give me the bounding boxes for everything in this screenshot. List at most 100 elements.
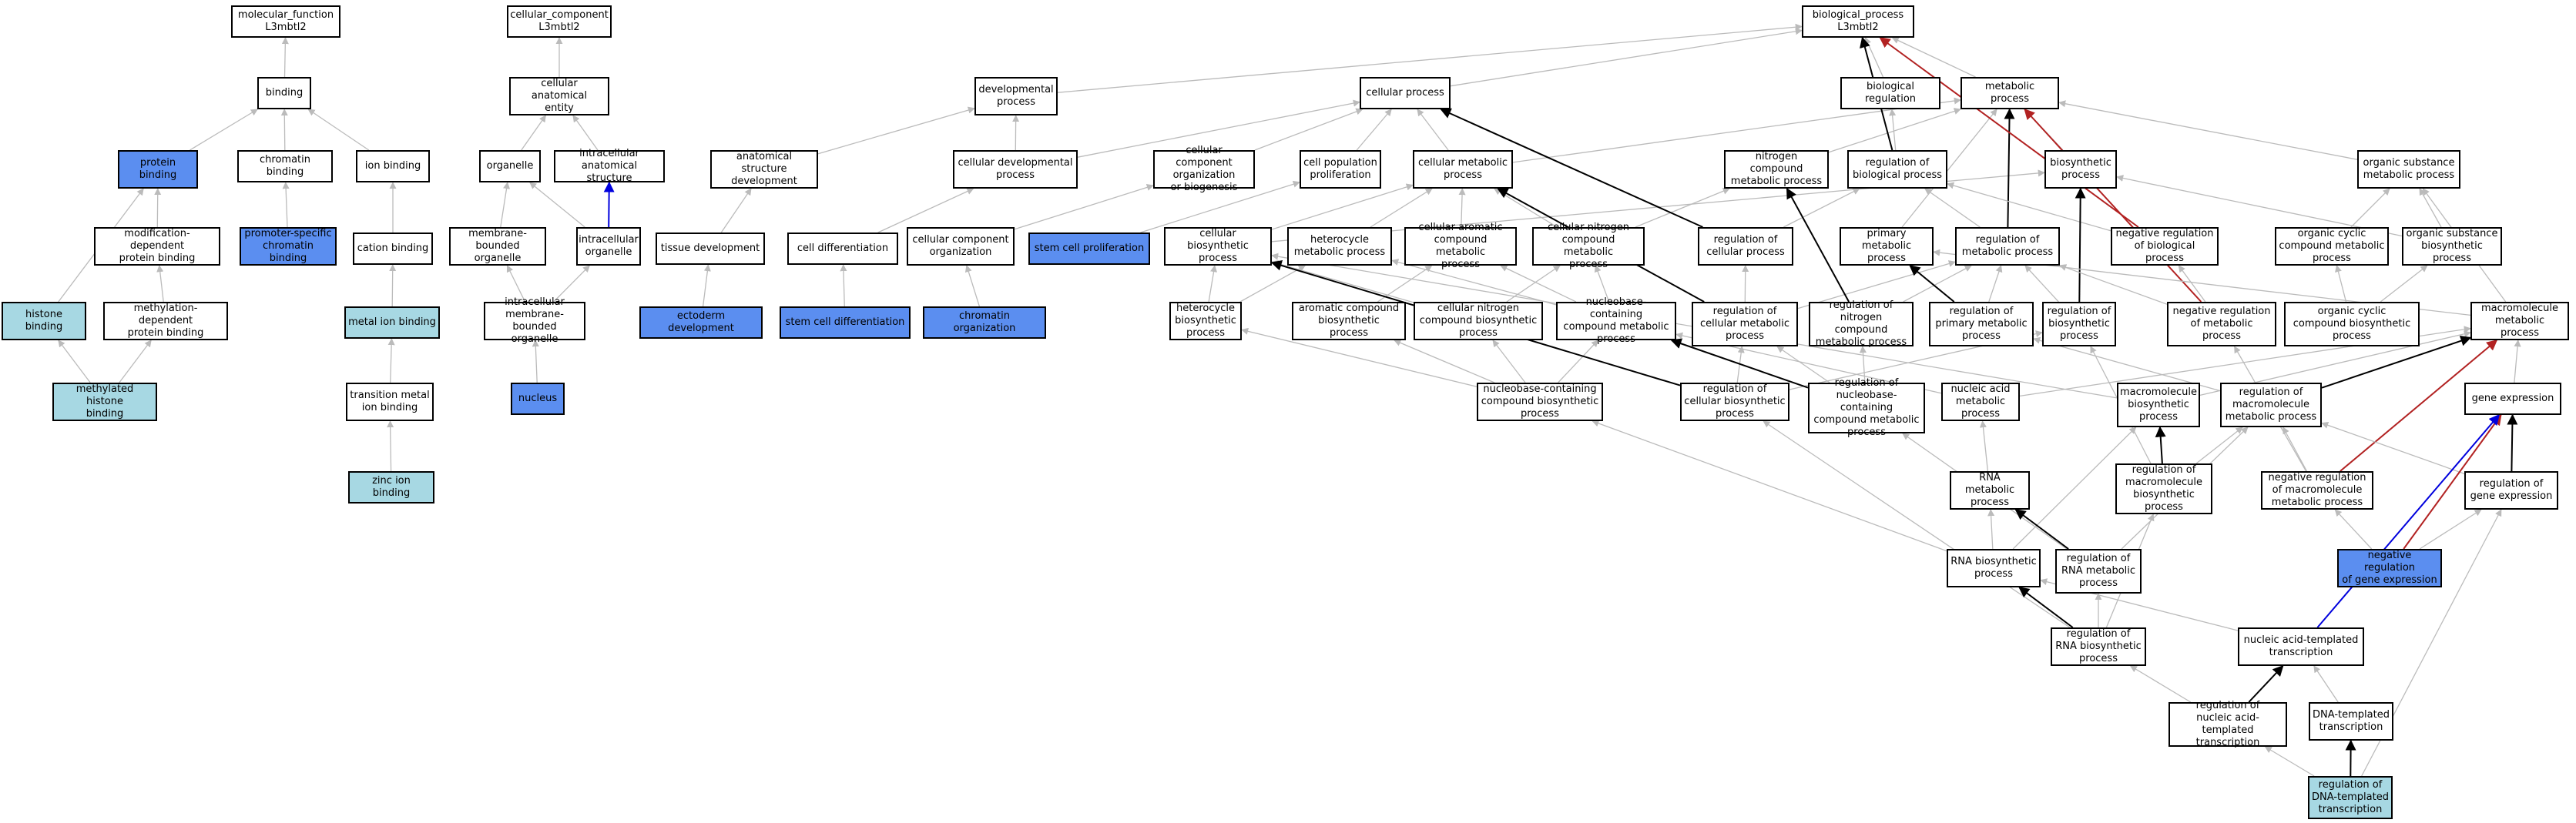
node-asd[interactable]: anatomical structure development [710,150,818,189]
node-regcp[interactable]: regulation of cellular process [1698,227,1793,266]
node-mdpb[interactable]: modification-dependent protein binding [94,227,220,266]
node-regmp[interactable]: regulation of metabolic process [1955,227,2060,266]
node-negregbp[interactable]: negative regulation of biological proces… [2111,227,2219,266]
node-cncbp[interactable]: cellular nitrogen compound biosynthetic … [1414,302,1543,340]
node-cpp[interactable]: cell population proliferation [1300,150,1381,189]
node-negregmp[interactable]: negative regulation of metabolic process [2167,302,2276,346]
node-cmp[interactable]: cellular metabolic process [1413,150,1513,189]
node-osmp[interactable]: organic substance metabolic process [2357,150,2460,189]
edge-cmp-to-cellproc [1417,109,1449,151]
node-cc[interactable]: cellular_component L3mbtl2 [507,5,612,38]
edge-celldiff-to-cdp [877,188,974,233]
node-dtt[interactable]: DNA-templated transcription [2309,702,2393,741]
node-regmmp[interactable]: regulation of macromolecule metabolic pr… [2220,383,2322,427]
node-regrnabp[interactable]: regulation of RNA biosynthetic process [2051,627,2146,666]
node-imbo[interactable]: intracellular membrane-bounded organelle [484,296,585,345]
node-regrnamp[interactable]: regulation of RNA metabolic process [2055,549,2142,594]
node-nucleus[interactable]: nucleus [511,383,565,415]
node-chrombind[interactable]: chromatin binding [237,150,333,182]
node-pmp[interactable]: primary metabolic process [1840,227,1934,266]
node-io[interactable]: intracellular organelle [576,227,641,266]
edge-pmp-to-metproc [1901,109,1997,228]
node-occbp[interactable]: organic cyclic compound biosynthetic pro… [2284,302,2420,346]
node-hmp[interactable]: heterocycle metabolic process [1287,227,1392,266]
node-regcbp[interactable]: regulation of cellular biosynthetic proc… [1680,383,1789,421]
node-cationbind[interactable]: cation binding [353,233,433,265]
node-organelle[interactable]: organelle [479,150,541,182]
node-regnatt[interactable]: regulation of nucleic acid-templated tra… [2168,700,2287,748]
node-regdtt[interactable]: regulation of DNA-templated transcriptio… [2308,776,2393,819]
node-cae[interactable]: cellular anatomical entity [509,77,609,115]
node-nbcmp[interactable]: nucleobase-containing compound metabolic… [1556,296,1676,345]
node-ncmp[interactable]: nitrogen compound metabolic process [1724,150,1829,189]
node-regpmp[interactable]: regulation of primary metabolic process [1929,302,2034,346]
edge-regrnabp-to-rnabp [2018,587,2074,628]
node-ionbind[interactable]: ion binding [356,150,430,182]
node-cco[interactable]: cellular component organization [907,227,1015,266]
node-reggeneexp[interactable]: regulation of gene expression [2464,471,2558,510]
node-mf[interactable]: molecular_function L3mbtl2 [231,5,340,38]
node-regbiosyn[interactable]: regulation of biosynthetic process [2042,302,2116,346]
edge-negregbp-to-regbp [1947,182,2111,232]
node-nbcbp[interactable]: nucleobase-containing compound biosynthe… [1477,383,1603,421]
node-osbp[interactable]: organic substance biosynthetic process [2402,227,2502,266]
node-negregmmp[interactable]: negative regulation of macromolecule met… [2261,471,2373,510]
edge-negregmmp-to-mmp [2340,340,2498,472]
node-occmp[interactable]: organic cyclic compound metabolic proces… [2275,227,2389,266]
node-bioreg[interactable]: biological regulation [1840,77,1940,109]
node-negreggeneexp[interactable]: negative regulation of gene expression [2337,549,2442,587]
node-mdpb2[interactable]: methylation-dependent protein binding [103,302,228,340]
node-regncmp[interactable]: regulation of nitrogen compound metaboli… [1809,299,1914,348]
node-cbp[interactable]: cellular biosynthetic process [1164,227,1272,266]
node-cellproc[interactable]: cellular process [1360,77,1451,109]
edge-regmmp-to-regpmp [2033,336,2221,392]
node-pscb[interactable]: promoter-specific chromatin binding [240,227,337,266]
node-scp[interactable]: stem cell proliferation [1028,233,1150,265]
node-mbp[interactable]: macromolecule biosynthetic process [2117,383,2200,427]
node-regnbcmp[interactable]: regulation of nucleobase-containing comp… [1808,377,1925,438]
node-regmbp[interactable]: regulation of macromolecule biosynthetic… [2115,463,2212,514]
node-ias[interactable]: intracellular anatomical structure [554,148,665,184]
node-cdp[interactable]: cellular developmental process [953,150,1078,189]
node-cncmp[interactable]: cellular nitrogen compound metabolic pro… [1532,222,1645,270]
node-regbp[interactable]: regulation of biological process [1847,150,1947,189]
node-mbo[interactable]: membrane-bounded organelle [449,227,546,266]
node-rnamp[interactable]: RNA metabolic process [1950,471,2030,510]
node-cacmp[interactable]: cellular aromatic compound metabolic pro… [1404,222,1517,270]
node-scd[interactable]: stem cell differentiation [780,306,911,339]
edge-regbiosyn-to-biosyn [2075,187,2086,303]
edge-ectodev-to-tissdev [702,264,711,307]
node-geneexp[interactable]: gene expression [2464,383,2561,415]
node-mmp[interactable]: macromolecule metabolic process [2470,302,2569,340]
edge-binding-to-mf [281,37,289,78]
node-devproc[interactable]: developmental process [974,77,1058,115]
node-hisbind[interactable]: histone binding [2,302,86,340]
node-protbind[interactable]: protein binding [118,150,198,189]
node-chromorg[interactable]: chromatin organization [923,306,1046,339]
edge-negregmp-to-regmp [2059,264,2168,305]
node-metproc[interactable]: metabolic process [1961,77,2059,109]
node-acbp[interactable]: aromatic compound biosynthetic process [1292,302,1406,340]
node-namp[interactable]: nucleic acid metabolic process [1941,383,2020,421]
node-ectodev[interactable]: ectoderm development [639,306,763,339]
edge-regmp-to-metproc [2004,108,2015,228]
node-bp[interactable]: biological_process L3mbtl2 [1802,5,1914,38]
node-binding[interactable]: binding [257,77,311,109]
node-biosyn[interactable]: biosynthetic process [2044,150,2117,189]
node-ccob[interactable]: cellular component organization or bioge… [1153,145,1255,193]
node-celldiff[interactable]: cell differentiation [787,233,898,265]
node-tissdev[interactable]: tissue development [656,233,765,265]
node-hbp[interactable]: heterocycle biosynthetic process [1169,302,1242,340]
node-natt[interactable]: nucleic acid-templated transcription [2238,627,2364,666]
node-mhb[interactable]: methylated histone binding [52,383,157,421]
edge-osbp-to-biosyn [2116,175,2403,237]
node-mib[interactable]: metal ion binding [344,306,440,339]
node-rnabp[interactable]: RNA biosynthetic process [1947,549,2041,587]
edge-regpmp-to-pmp [1909,265,1955,303]
node-zib[interactable]: zinc ion binding [348,471,434,504]
node-tmib[interactable]: transition metal ion binding [346,383,434,421]
node-regcmp[interactable]: regulation of cellular metabolic process [1692,302,1798,346]
edge-organelle-to-cae [521,115,546,151]
edge-regncmp-to-regmp [1903,265,1972,303]
